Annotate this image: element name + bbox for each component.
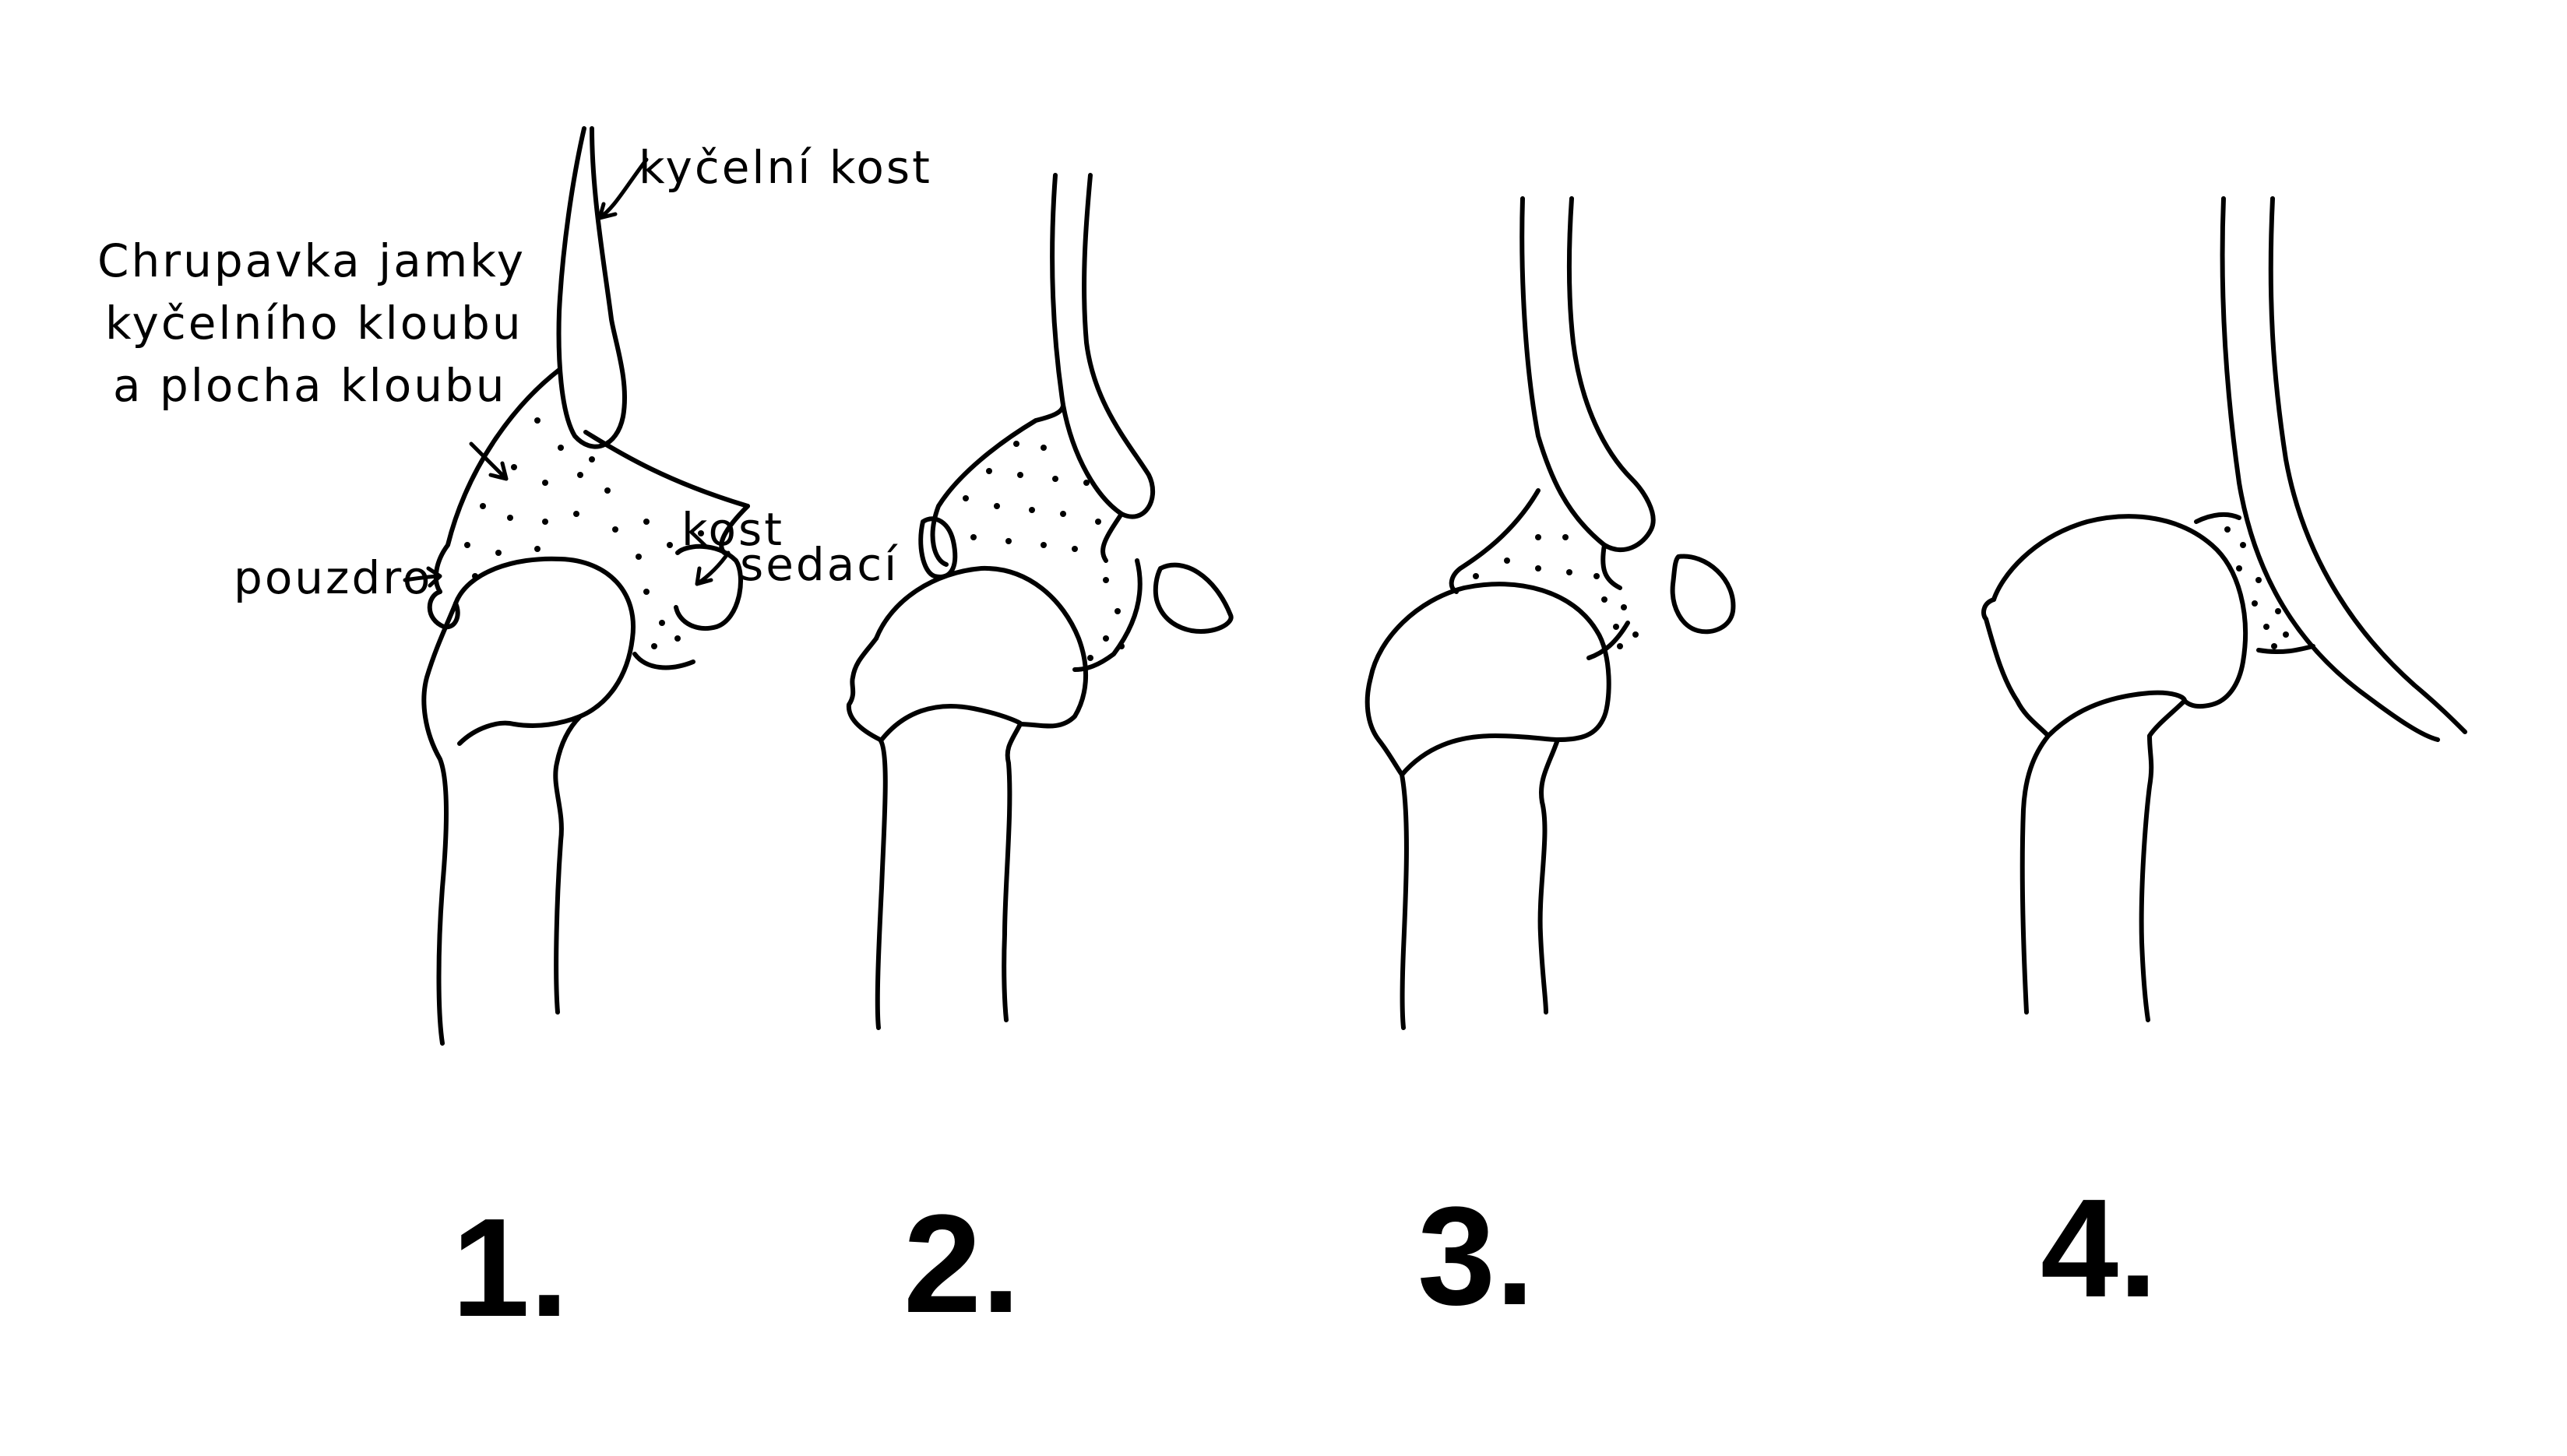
stage-1-ilium xyxy=(556,126,628,449)
stage-1-ischium xyxy=(674,543,743,631)
stage-1-cartilage xyxy=(433,368,750,594)
label-cartilage-line3: a plocha kloubu xyxy=(113,359,507,412)
stage-2-cartilage-dots xyxy=(963,441,1125,661)
stage-2-cartilage xyxy=(930,403,1143,672)
stage-4-cartilage-dots xyxy=(2224,526,2289,649)
stage-1-label: 1. xyxy=(452,1190,569,1346)
stage-2-capsule xyxy=(918,516,958,579)
stage-3-cartilage-dots xyxy=(1473,534,1639,649)
label-cartilage-line2: kyčelního kloubu xyxy=(105,297,523,350)
stage-4-femoral-head xyxy=(1991,514,2248,709)
stage-3-ischium xyxy=(1670,554,1736,635)
stage-1-cartilage-arrow xyxy=(469,441,509,481)
stage-4-drawing xyxy=(1981,196,2467,1022)
stage-2-ischium xyxy=(1153,562,1234,634)
stage-3-label: 3. xyxy=(1417,1178,1534,1335)
stage-3-cartilage xyxy=(1449,488,1630,660)
stage-1-ilium-arrow xyxy=(597,157,649,220)
stage-2-drawing xyxy=(846,173,1234,1030)
stage-4-femur xyxy=(1981,597,2187,1022)
stage-2-label: 2. xyxy=(903,1186,1020,1342)
stage-4-cartilage xyxy=(2194,512,2315,655)
stage-2-femur xyxy=(846,636,1023,1030)
stage-3-drawing xyxy=(1364,196,1736,1030)
stage-1-femur xyxy=(421,601,583,1046)
stage-2-ilium xyxy=(1050,173,1155,519)
label-ischium-line2: sedací xyxy=(740,538,899,591)
label-cartilage-line1: Chrupavka jamky xyxy=(97,234,526,287)
stage-2-femoral-head xyxy=(874,565,1088,729)
stage-1-ischium-arrow xyxy=(695,550,731,586)
stage-1-capsule-arrow xyxy=(403,566,442,588)
stage-1-drawing xyxy=(403,126,750,1046)
stage-1-cartilage-dots xyxy=(464,417,704,649)
stage-4-label: 4. xyxy=(2041,1170,2157,1327)
label-capsule: pouzdro xyxy=(234,551,432,604)
stage-3-femoral-head xyxy=(1368,582,1611,742)
stage-4-ilium xyxy=(2220,196,2467,742)
stage-1-femoral-head xyxy=(453,556,636,728)
label-ischium-line1: kost xyxy=(681,503,784,556)
label-ilium: kyčelní kost xyxy=(639,141,932,194)
stage-1-ischium-lower xyxy=(632,504,750,670)
stage-3-femur xyxy=(1364,675,1560,1030)
stage-3-ilium xyxy=(1519,196,1656,552)
